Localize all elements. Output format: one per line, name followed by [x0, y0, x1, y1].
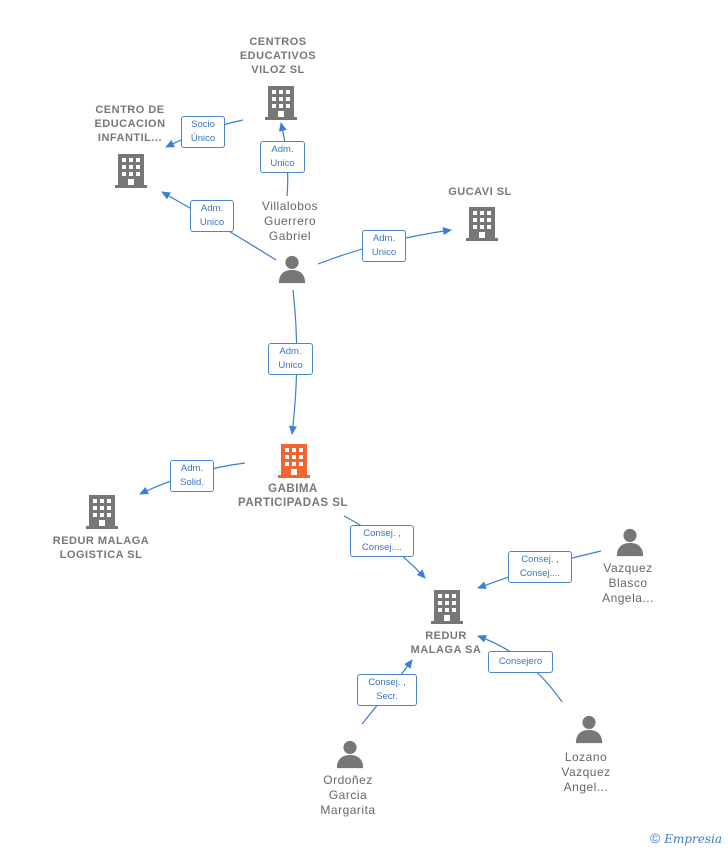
company-label-gucavi[interactable]: GUCAVI SL — [448, 186, 512, 198]
edge-label-consej-secr[interactable]: Consej. , Secr. — [357, 674, 417, 706]
building-icon[interactable] — [115, 154, 147, 188]
company-label-redur-logistica[interactable]: REDUR MALAGA LOGISTICA SL — [52, 535, 150, 561]
person-icon[interactable] — [278, 255, 306, 284]
company-label-gabima[interactable]: GABIMA PARTICIPADAS SL — [238, 483, 348, 509]
building-icon[interactable] — [86, 495, 118, 529]
edge-label-adm-centro-educacion[interactable]: Adm. Unico — [190, 200, 234, 232]
edge-label-adm-gucavi[interactable]: Adm. Unico — [362, 230, 406, 262]
copyright-icon: © — [650, 830, 661, 846]
edge-label-adm-gabima[interactable]: Adm. Unico — [268, 343, 313, 375]
edge-label-adm-solid[interactable]: Adm. Solid. — [170, 460, 214, 492]
brand-logo: Empresia — [664, 832, 722, 846]
person-icon[interactable] — [616, 528, 644, 557]
building-icon[interactable] — [466, 207, 498, 241]
person-icon[interactable] — [575, 715, 603, 744]
edge-label-consejero-lozano[interactable]: Consejero — [488, 651, 553, 673]
icons — [86, 86, 644, 769]
person-label-ordonez[interactable]: Ordoñez Garcia Margarita — [320, 773, 376, 817]
company-label-redur-sa[interactable]: REDUR MALAGA SA — [410, 630, 482, 656]
person-label-villalobos[interactable]: Villalobos Guerrero Gabriel — [261, 199, 319, 243]
building-icon[interactable] — [278, 444, 310, 478]
edge-label-consej-gabima[interactable]: Consej. , Consej.... — [350, 525, 414, 557]
edge-label-socio-unico[interactable]: Socio Único — [181, 116, 225, 148]
watermark: © Empresia — [650, 830, 722, 846]
person-label-lozano[interactable]: Lozano Vazquez Angel... — [561, 750, 611, 794]
company-label-centros-educativos[interactable]: CENTROS EDUCATIVOS VILOZ SL — [239, 36, 317, 76]
building-icon[interactable] — [431, 590, 463, 624]
edge-label-consej-vazquez[interactable]: Consej. , Consej.... — [508, 551, 572, 583]
edge-label-adm-centros[interactable]: Adm. Unico — [260, 141, 305, 173]
building-icon[interactable] — [265, 86, 297, 120]
person-icon[interactable] — [336, 740, 364, 769]
company-label-centro-educacion[interactable]: CENTRO DE EDUCACION INFANTIL... — [94, 104, 166, 144]
person-label-vazquez[interactable]: Vazquez Blasco Angela... — [602, 561, 654, 605]
